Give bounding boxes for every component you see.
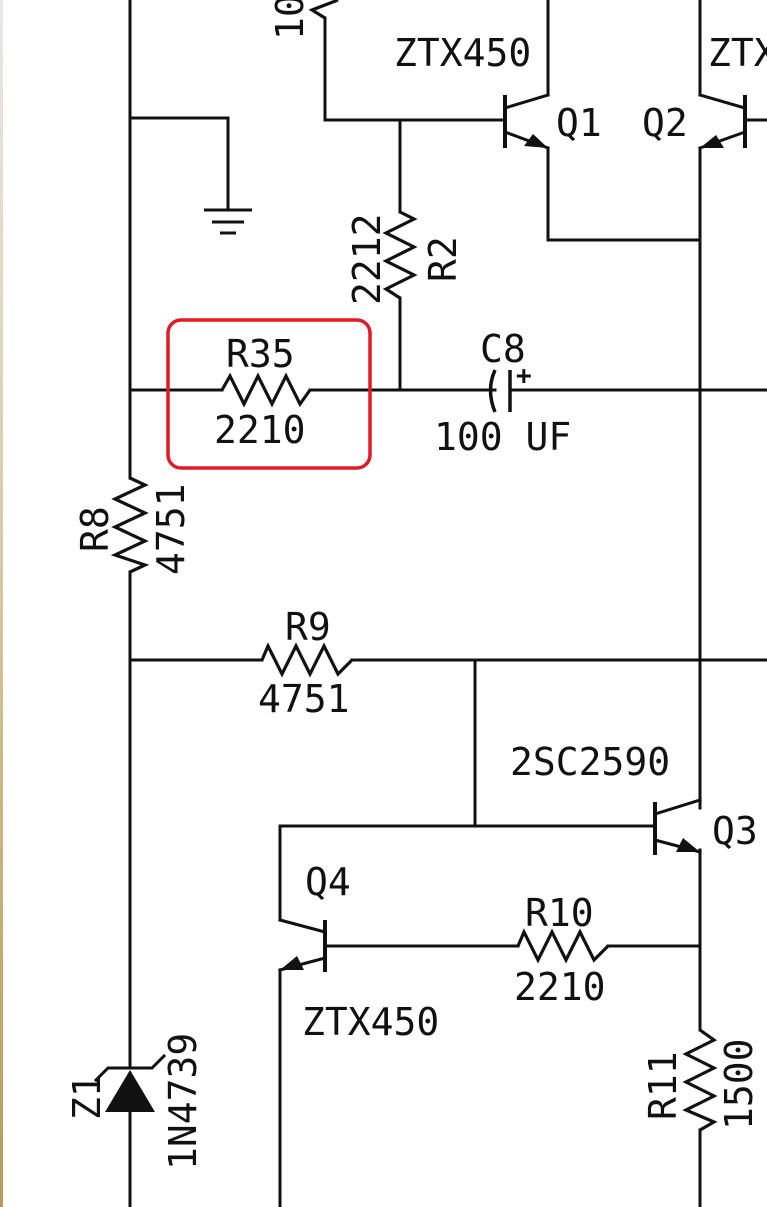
r2-label: R2: [421, 236, 465, 282]
q1-part-label: ZTX450: [394, 31, 531, 75]
r8-label: R8: [73, 506, 117, 552]
q4-part-label: ZTX450: [302, 1000, 439, 1044]
top-partial-resistor: 10: [268, 0, 339, 40]
q2-label: Q2: [642, 101, 688, 145]
c8-label: C8: [480, 327, 526, 371]
q4-label: Q4: [305, 860, 351, 904]
transistor-q2: Q2 ZTX: [642, 31, 767, 150]
resistor-r10: R10 2210: [514, 891, 610, 1009]
resistor-r35: R35 2210: [214, 332, 312, 452]
wires: [128, 0, 767, 1207]
q1-label: Q1: [556, 101, 602, 145]
zener-diode-z1: Z1 1N4739: [65, 1033, 205, 1170]
r10-value: 2210: [514, 965, 606, 1009]
resistor-r2: 2212 R2: [345, 210, 465, 305]
scan-edge: [0, 0, 3, 1207]
z1-label: Z1: [65, 1074, 109, 1120]
r35-value: 2210: [214, 408, 306, 452]
q3-label: Q3: [712, 809, 758, 853]
top-partial-left-label: 10: [268, 0, 312, 40]
r9-label: R9: [285, 605, 331, 649]
r35-highlight-box: [166, 318, 372, 470]
c8-polarity: +: [516, 361, 532, 391]
ground-symbol: [204, 208, 252, 235]
resistor-r8: R8 4751: [73, 476, 193, 575]
c8-value: 100 UF: [434, 415, 571, 459]
r9-value: 4751: [258, 677, 350, 721]
resistor-r9: R9 4751: [258, 605, 354, 721]
r11-label: R11: [641, 1051, 685, 1120]
transistor-q1: ZTX450 Q1: [394, 31, 602, 150]
q3-part-label: 2SC2590: [510, 740, 670, 784]
transistor-q4: Q4 ZTX450: [278, 860, 439, 1044]
r8-value: 4751: [149, 483, 193, 575]
z1-part-label: 1N4739: [161, 1033, 205, 1170]
r11-value: 1500: [717, 1038, 761, 1130]
resistor-r11: R11 1500: [641, 1028, 761, 1132]
r35-label: R35: [226, 332, 295, 376]
capacitor-c8: + C8 100 UF: [434, 327, 571, 459]
r10-label: R10: [525, 891, 594, 935]
transistor-q3: 2SC2590 Q3: [510, 740, 758, 855]
r2-value: 2212: [345, 213, 389, 305]
top-partial-right-label: ZTX: [708, 31, 767, 75]
